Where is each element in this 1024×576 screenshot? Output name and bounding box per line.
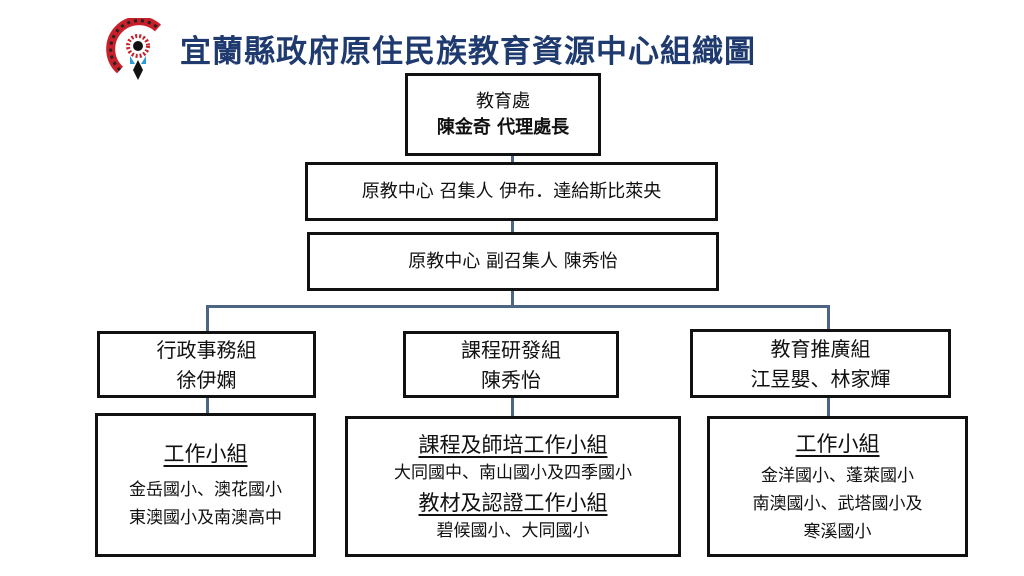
convener-text: 原教中心 召集人 伊布．達給斯比萊央 [361,180,662,202]
team-schools: 大同國中、南山國小及四季國小 [394,462,632,483]
convener-box: 原教中心 召集人 伊布．達給斯比萊央 [305,162,718,221]
page-title: 宜蘭縣政府原住民族教育資源中心組織圖 [180,34,756,70]
group-box-admin: 行政事務組 徐伊嫻 [97,331,316,398]
group-box-curriculum: 課程研發組 陳秀怡 [403,331,619,398]
connector [206,305,209,332]
team-schools: 東澳國小及南澳高中 [129,508,282,528]
group-leader: 陳秀怡 [481,367,541,392]
team-box-curriculum: 課程及師培工作小組 大同國中、南山國小及四季國小 教材及認證工作小組 碧候國小、… [345,416,681,557]
group-leader: 徐伊嫻 [176,367,237,392]
vice-convener-text: 原教中心 副召集人 陳秀怡 [408,250,618,272]
team-title: 工作小組 [795,431,880,456]
group-name: 課程研發組 [461,337,561,362]
team-title: 工作小組 [163,442,248,466]
team-box-admin: 工作小組 金岳國小、澳花國小 東澳國小及南澳高中 [95,413,316,557]
group-box-promotion: 教育推廣組 江昱嬰、林家輝 [690,329,951,398]
team-schools: 寒溪國小 [803,521,872,542]
connector [827,396,830,417]
department-name: 教育處 [476,90,530,112]
team-schools: 碧候國小、大同國小 [436,520,590,541]
team-schools: 金洋國小、蓬萊國小 [761,465,914,486]
connector [511,155,514,307]
team-schools: 南澳國小、武塔國小及 [752,493,923,514]
group-name: 教育推廣組 [770,336,871,361]
team-title: 課程及師培工作小組 [418,432,608,457]
connector [827,305,830,330]
logo-icon [106,18,162,80]
connector [206,305,830,308]
connector [206,396,209,414]
connector [511,396,514,417]
team-schools: 金岳國小、澳花國小 [129,480,282,500]
team-box-promotion: 工作小組 金洋國小、蓬萊國小 南澳國小、武塔國小及 寒溪國小 [707,416,968,557]
education-department-box: 教育處 陳金奇 代理處長 [405,73,601,156]
vice-convener-box: 原教中心 副召集人 陳秀怡 [307,232,719,291]
group-leader: 江昱嬰、林家輝 [750,366,891,391]
group-name: 行政事務組 [156,337,257,362]
team-title: 教材及認證工作小組 [418,490,608,515]
department-head: 陳金奇 代理處長 [436,116,570,138]
